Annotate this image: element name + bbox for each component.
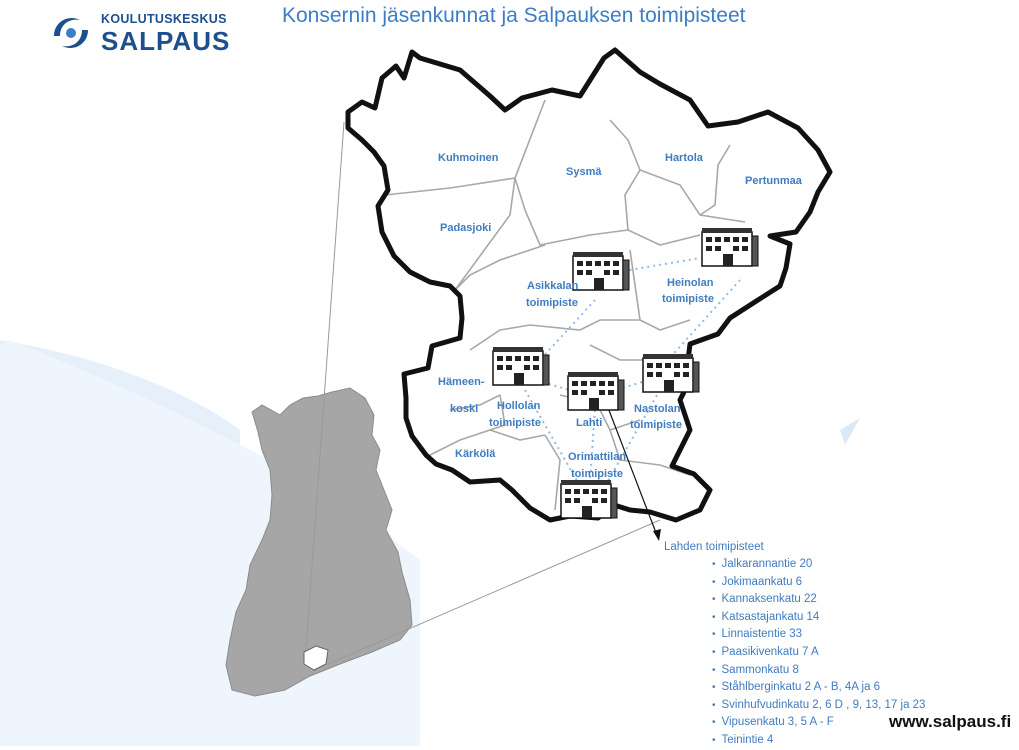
salpaus-logo-icon — [54, 17, 88, 49]
salpaus-logo: KOULUTUSKESKUS SALPAUS — [48, 8, 231, 56]
list-item: Teinintie 4 — [712, 732, 925, 750]
label-padasjoki: Padasjoki — [440, 222, 492, 234]
website-url: www.salpaus.fi — [889, 712, 1012, 731]
orimattila-building-icon — [560, 480, 618, 519]
label-lahti: Lahti — [576, 417, 603, 429]
logo-small-text: KOULUTUSKESKUS — [101, 12, 227, 26]
list-item: Ståhlberginkatu 2 A - B, 4A ja 6 — [712, 679, 925, 697]
label-hameenkoski-2: koski — [450, 403, 479, 415]
label-heinola-2: toimipiste — [662, 293, 714, 305]
list-item: Jokimaankatu 6 — [712, 574, 925, 592]
nastola-building-icon — [642, 354, 700, 393]
list-item: Paasikivenkatu 7 A — [712, 644, 925, 662]
label-asikkala-2: toimipiste — [526, 297, 578, 309]
label-karkola: Kärkölä — [455, 448, 496, 460]
list-item: Jalkarannantie 20 — [712, 556, 925, 574]
lahti-list-heading: Lahden toimipisteet — [664, 541, 764, 553]
label-nastola-1: Nastolan — [634, 403, 681, 415]
list-item: Linnaistentie 33 — [712, 626, 925, 644]
label-kuhmoinen: Kuhmoinen — [438, 152, 499, 164]
page-title: Konsernin jäsenkunnat ja Salpauksen toim… — [282, 4, 746, 27]
label-pertunmaa: Pertunmaa — [745, 175, 802, 187]
list-item: Kannaksenkatu 22 — [712, 591, 925, 609]
finland-silhouette — [225, 387, 413, 697]
label-sysma: Sysmä — [566, 166, 602, 178]
list-item: Sammonkatu 8 — [712, 662, 925, 680]
region-outer-border — [345, 47, 833, 523]
label-heinola-1: Heinolan — [667, 277, 714, 289]
hollola-building-icon — [492, 347, 550, 386]
heinola-building-icon — [701, 228, 759, 267]
list-item: Svinhufvudinkatu 2, 6 D , 9, 13, 17 ja 2… — [712, 697, 926, 715]
label-asikkala-1: Asikkalan — [527, 280, 579, 292]
asikkala-building-icon — [572, 252, 630, 291]
logo-main-text: SALPAUS — [101, 26, 231, 56]
label-hollola-2: toimipiste — [489, 417, 541, 429]
list-item: Katsastajankatu 14 — [712, 609, 925, 627]
lahti-address-list: Jalkarannantie 20 Jokimaankatu 6 Kannaks… — [712, 556, 926, 750]
label-hameenkoski-1: Hämeen- — [438, 376, 485, 388]
label-nastola-2: toimipiste — [630, 419, 682, 431]
label-orimattila-2: toimipiste — [571, 468, 623, 480]
lahti-building-icon — [567, 372, 625, 411]
paijat-hame-highlight — [303, 645, 329, 671]
label-hartola: Hartola — [665, 152, 703, 164]
label-hollola-1: Hollolan — [497, 400, 541, 412]
label-orimattila-1: Orimattilan — [568, 451, 627, 463]
list-item: Vipusenkatu 3, 5 A - F — [712, 714, 925, 732]
